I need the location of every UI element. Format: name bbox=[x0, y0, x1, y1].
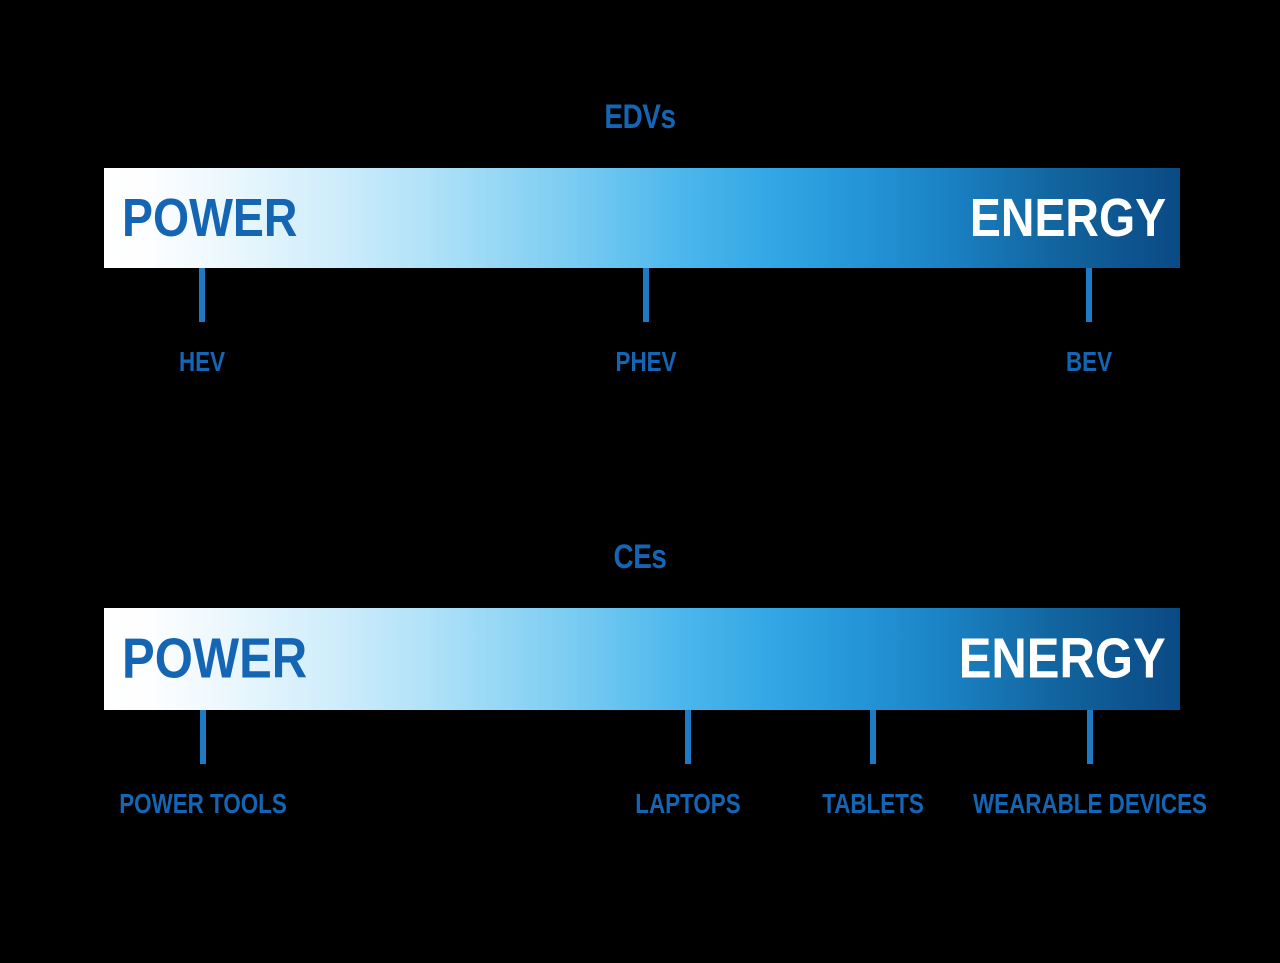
tick-label-power-tools: POWER TOOLS bbox=[119, 788, 287, 819]
tick-label-tablets: TABLETS bbox=[822, 788, 924, 819]
bar-label-energy-ces: ENERGY bbox=[958, 626, 1166, 691]
tick-mark-phev bbox=[643, 268, 649, 322]
bar-label-power-edvs: POWER bbox=[122, 188, 298, 248]
power-energy-gradient-bar-edvs: POWER ENERGY bbox=[104, 168, 1180, 268]
section-title-edvs: EDVs bbox=[604, 98, 676, 136]
bar-label-power-ces: POWER bbox=[122, 626, 308, 691]
tick-mark-laptops bbox=[685, 710, 691, 764]
tick-mark-tablets bbox=[870, 710, 876, 764]
tick-label-laptops: LAPTOPS bbox=[635, 788, 741, 819]
bar-label-energy-edvs: ENERGY bbox=[969, 188, 1166, 248]
tick-mark-bev bbox=[1086, 268, 1092, 322]
tick-mark-wearable-devices bbox=[1087, 710, 1093, 764]
tick-label-phev: PHEV bbox=[615, 346, 677, 377]
tick-label-wearable-devices: WEARABLE DEVICES bbox=[973, 788, 1207, 819]
power-energy-gradient-bar-ces: POWER ENERGY bbox=[104, 608, 1180, 710]
tick-label-bev: BEV bbox=[1065, 346, 1113, 377]
tick-label-hev: HEV bbox=[178, 346, 226, 377]
tick-mark-hev bbox=[199, 268, 205, 322]
tick-mark-power-tools bbox=[200, 710, 206, 764]
section-title-ces: CEs bbox=[613, 538, 667, 576]
